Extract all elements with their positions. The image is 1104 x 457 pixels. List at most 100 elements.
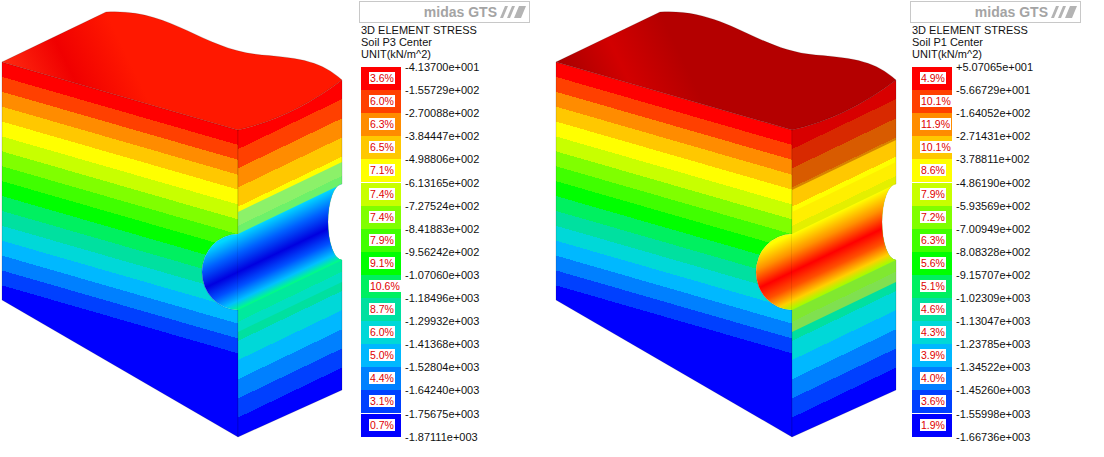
unit-text: UNIT(kN/m^2) bbox=[361, 48, 431, 60]
legend-row: 5.6% bbox=[912, 252, 952, 275]
contour-value: -5.66729e+001 bbox=[956, 84, 1030, 96]
result-type: 3D ELEMENT STRESS bbox=[912, 24, 1028, 36]
logo-slash bbox=[507, 6, 515, 18]
tunnel-halo bbox=[238, 162, 342, 332]
percent-label: 11.9% bbox=[920, 118, 951, 130]
contour-value: -1.13047e+003 bbox=[956, 315, 1030, 327]
legend-row: 7.1% bbox=[361, 159, 401, 182]
percent-label: 7.4% bbox=[369, 211, 395, 223]
contour-value: -9.56242e+002 bbox=[405, 246, 479, 258]
ground-surface bbox=[556, 12, 896, 130]
legend-row: 9.1% bbox=[361, 252, 401, 275]
legend-row: 10.1% bbox=[912, 90, 952, 113]
percent-label: 3.6% bbox=[920, 395, 946, 407]
legend-row: 4.4% bbox=[361, 367, 401, 390]
logo-text: midas GTS bbox=[975, 4, 1048, 20]
legend-row: 4.9% bbox=[912, 67, 952, 90]
contour-value: -1.41368e+003 bbox=[405, 338, 479, 350]
contour-value: -4.86190e+002 bbox=[956, 177, 1030, 189]
percent-label: 6.0% bbox=[369, 95, 395, 107]
legend-row: 7.9% bbox=[361, 229, 401, 252]
percent-label: 7.9% bbox=[920, 188, 946, 200]
percent-label: 3.9% bbox=[920, 349, 946, 361]
result-type: 3D ELEMENT STRESS bbox=[361, 24, 477, 36]
contour-value: -1.66736e+003 bbox=[956, 431, 1030, 443]
tunnel-section bbox=[756, 234, 792, 310]
percent-label: 1.9% bbox=[920, 419, 946, 431]
percent-label: 4.6% bbox=[920, 303, 946, 315]
percent-label: 7.4% bbox=[369, 188, 395, 200]
logo-slash bbox=[514, 6, 526, 18]
percent-label: 6.5% bbox=[369, 141, 395, 153]
logo-slash bbox=[1051, 6, 1059, 18]
percent-label: 6.3% bbox=[369, 118, 395, 130]
contour-value: -1.29932e+003 bbox=[405, 315, 479, 327]
contour-value: -3.84447e+002 bbox=[405, 130, 479, 142]
contour-value: -5.93569e+002 bbox=[956, 200, 1030, 212]
percent-label: 0.7% bbox=[369, 419, 395, 431]
contour-value: -2.71431e+002 bbox=[956, 130, 1030, 142]
percent-label: 3.1% bbox=[369, 395, 395, 407]
block-model bbox=[2, 12, 342, 437]
percent-label: 9.1% bbox=[369, 257, 395, 269]
legend-row: 3.1% bbox=[361, 390, 401, 413]
percent-label: 10.1% bbox=[920, 95, 952, 107]
legend-row: 3.9% bbox=[912, 344, 952, 367]
percent-label: 6.0% bbox=[369, 326, 395, 338]
percent-label: 8.6% bbox=[920, 164, 946, 176]
legend-row: 5.1% bbox=[912, 275, 952, 298]
cut-face bbox=[792, 80, 896, 437]
block-model bbox=[556, 12, 896, 437]
percent-label: 10.1% bbox=[920, 141, 952, 153]
legend-row: 10.1% bbox=[912, 136, 952, 159]
percent-label: 4.4% bbox=[369, 372, 395, 384]
percent-label: 3.6% bbox=[369, 72, 395, 84]
contour-value: -1.07060e+003 bbox=[405, 269, 479, 281]
contour-value: -9.15707e+002 bbox=[956, 269, 1030, 281]
percent-label: 7.2% bbox=[920, 211, 946, 223]
tunnel-section bbox=[202, 234, 238, 310]
contour-value: +5.07065e+001 bbox=[956, 61, 1033, 73]
tunnel-groove bbox=[792, 184, 896, 310]
ground-surface bbox=[2, 12, 342, 130]
cut-face bbox=[238, 80, 342, 437]
contour-value: -1.75675e+003 bbox=[405, 408, 479, 420]
percent-label: 5.0% bbox=[369, 349, 395, 361]
legend-row: 4.6% bbox=[912, 298, 952, 321]
legend-row: 7.2% bbox=[912, 206, 952, 229]
legend-row: 6.3% bbox=[361, 113, 401, 136]
contour-value: -3.78811e+002 bbox=[956, 153, 1030, 165]
legend-row: 11.9% bbox=[912, 113, 952, 136]
contour-value: -2.70088e+002 bbox=[405, 107, 479, 119]
logo-text: midas GTS bbox=[424, 4, 497, 20]
percent-label: 5.6% bbox=[920, 257, 946, 269]
contour-value: -1.87111e+003 bbox=[405, 431, 478, 443]
contour-value: -4.98806e+002 bbox=[405, 153, 479, 165]
legend-row: 10.6% bbox=[361, 275, 401, 298]
logo-frame bbox=[360, 2, 1081, 23]
tunnel-halo bbox=[792, 162, 896, 332]
legend-row: 7.4% bbox=[361, 183, 401, 206]
legend-row: 8.7% bbox=[361, 298, 401, 321]
legend-row: 7.9% bbox=[912, 183, 952, 206]
unit-text: UNIT(kN/m^2) bbox=[912, 48, 982, 60]
legend-row: 7.4% bbox=[361, 206, 401, 229]
percent-label: 10.6% bbox=[369, 280, 401, 292]
percent-label: 6.3% bbox=[920, 234, 946, 246]
legend-row: 8.6% bbox=[912, 159, 952, 182]
logo-slash bbox=[1058, 6, 1066, 18]
percent-label: 7.9% bbox=[369, 234, 395, 246]
component-name: Soil P1 Center bbox=[912, 36, 983, 48]
logo-box bbox=[360, 2, 530, 23]
contour-value: -8.41883e+002 bbox=[405, 223, 479, 235]
contour-value: -1.52804e+003 bbox=[405, 361, 479, 373]
legend-row: 3.6% bbox=[912, 390, 952, 413]
percent-label: 4.0% bbox=[920, 372, 946, 384]
percent-label: 4.3% bbox=[920, 326, 946, 338]
legend-row: 4.3% bbox=[912, 321, 952, 344]
percent-label: 5.1% bbox=[920, 280, 946, 292]
logo-slash bbox=[500, 6, 508, 18]
contour-value: -7.00949e+002 bbox=[956, 223, 1030, 235]
legend-row: 6.0% bbox=[361, 321, 401, 344]
